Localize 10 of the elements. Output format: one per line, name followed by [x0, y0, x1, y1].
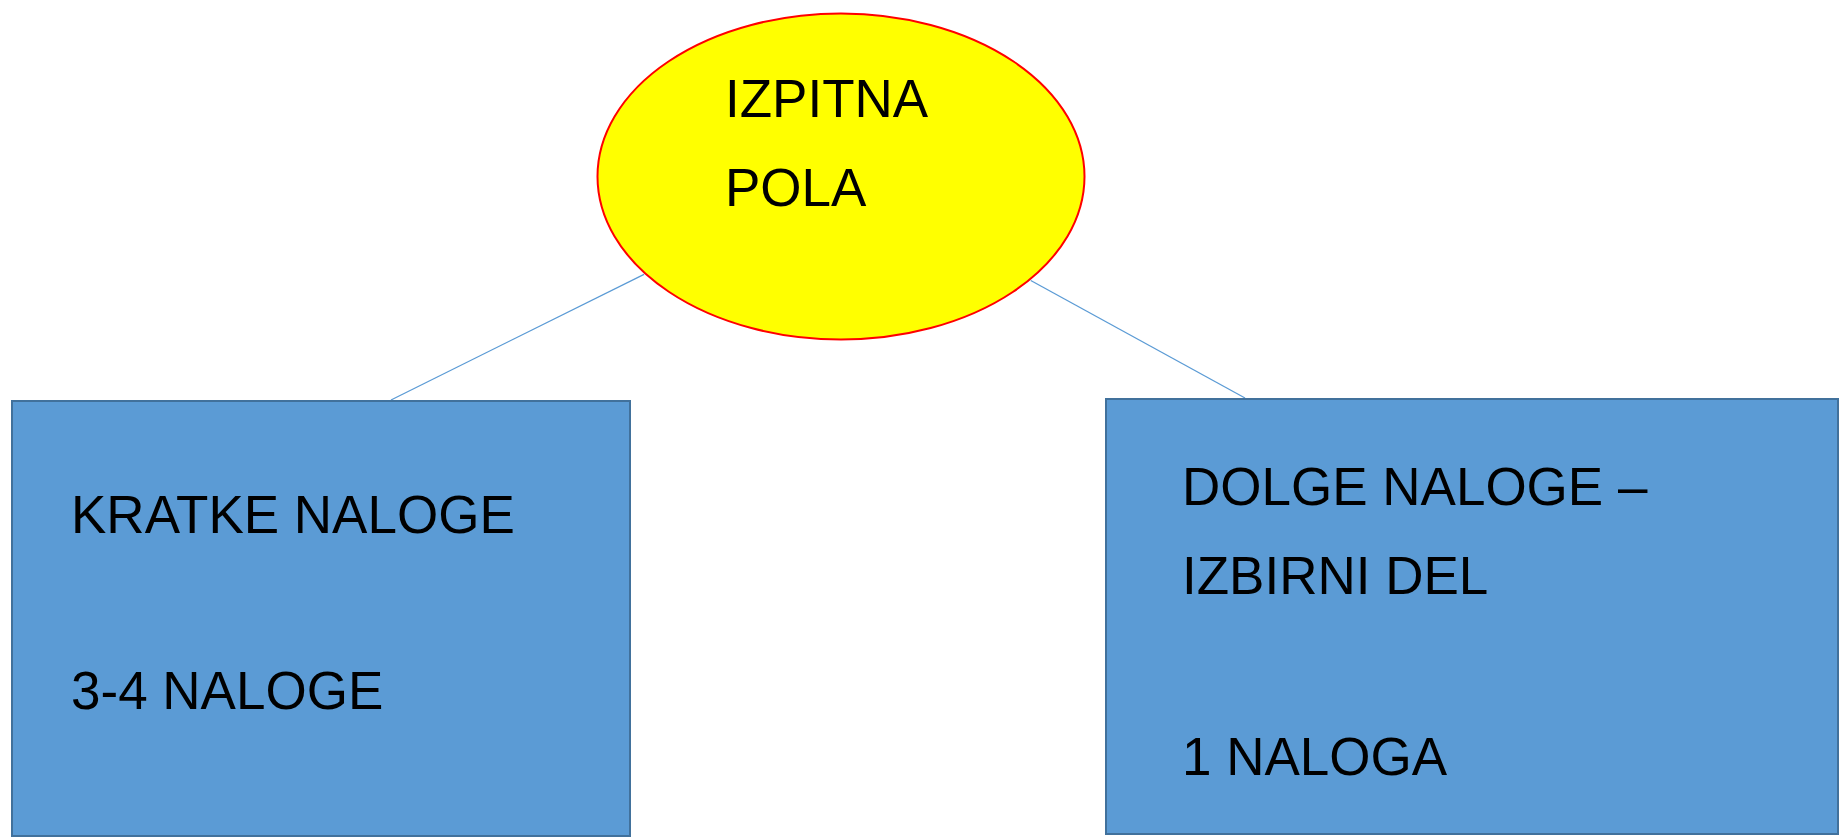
connector-line	[390, 273, 645, 401]
process-box	[11, 400, 631, 837]
box-heading: KRATKE NALOGE	[71, 484, 516, 546]
box-heading: IZPITNA POLA	[725, 68, 928, 219]
process-box	[1105, 398, 1839, 835]
connector-line	[1030, 279, 1246, 399]
box-text: 1 NALOGA	[1182, 726, 1449, 788]
box-heading: DOLGE NALOGE – IZBIRNI DEL	[1182, 456, 1649, 607]
ellipse	[596, 12, 1086, 341]
box-text: 3-4 NALOGE	[71, 660, 385, 722]
